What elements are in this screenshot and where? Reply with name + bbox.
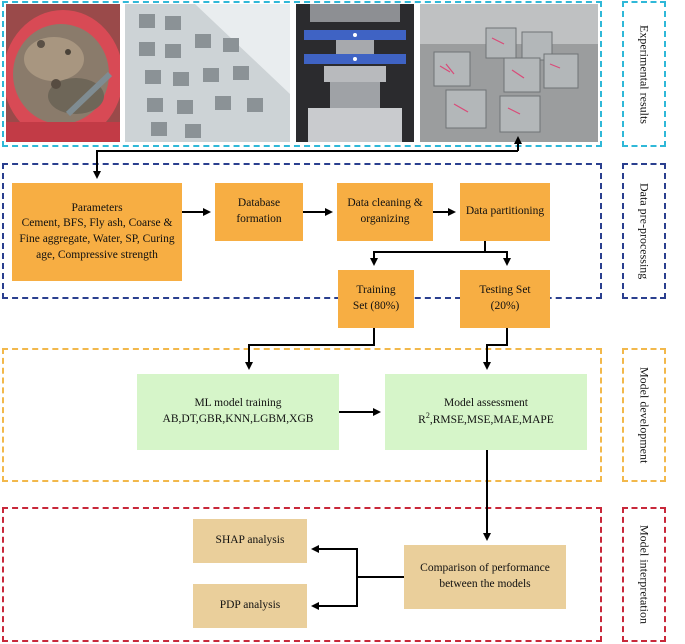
training-set-box: Training Set (80%) [338,270,414,328]
photo-mixing-bowl [6,4,120,142]
database-formation-box: Database formation [215,183,303,241]
comparison-label: Comparison of performance between the mo… [420,562,550,590]
data-cleaning-box: Data cleaning & organizing [337,183,433,241]
ml-training-title: ML model training [194,397,282,410]
model-assessment-title: Model assessment [443,396,528,409]
model-assessment-box: Model assessment R2,RMSE,MSE,MAE,MAPE [385,374,587,450]
stage-label-interpretation: Model interpretation [622,507,666,642]
metric-r-superscript: 2 [425,411,430,421]
data-partitioning-label: Data partitioning [465,205,545,218]
arrow-testing-to-assessment [483,328,508,370]
arrow-training-to-ml [245,328,375,370]
stage-label-experimental-text: Experimental results [637,24,652,124]
experimental-frame [2,1,602,147]
shap-analysis-label: SHAP analysis [215,534,285,547]
data-cleaning-label: Data cleaning & organizing [347,197,423,225]
training-set-label: Training Set (80%) [352,284,400,312]
database-formation-label: Database formation [236,197,282,225]
preprocessing-frame [2,163,602,299]
stage-label-development-text: Model development [637,366,652,464]
testing-set-box: Testing Set (20%) [460,270,550,328]
shap-analysis-box: SHAP analysis [193,519,307,563]
model-assessment-metrics: R2,RMSE,MSE,MAE,MAPE [418,411,554,428]
interpretation-frame [2,507,602,642]
parameters-box: Parameters Cement, BFS, Fly ash, Coarse … [12,183,182,281]
arrow-comparison-to-shap [311,545,404,578]
testing-set-label: Testing Set (20%) [479,284,531,312]
photo-specimen-molds [125,4,290,142]
pdp-analysis-box: PDP analysis [193,584,307,628]
stage-label-experimental: Experimental results [622,1,666,147]
metric-list: ,RMSE,MSE,MAE,MAPE [429,413,554,426]
pdp-analysis-label: PDP analysis [219,599,281,612]
comparison-box: Comparison of performance between the mo… [404,545,566,609]
stage-label-preprocessing-text: Data pre-processing [637,182,652,280]
ml-model-training-box: ML model training AB,DT,GBR,KNN,LGBM,XGB [137,374,339,450]
data-partitioning-box: Data partitioning [460,183,550,241]
arrow-comparison-to-pdp [311,577,358,610]
metric-r-symbol: R [418,413,426,426]
parameters-title: Parameters [71,201,123,214]
stage-label-development: Model development [622,348,666,482]
development-frame [2,348,602,482]
photo-tested-cubes [420,4,598,142]
photo-compression-machine [296,4,414,142]
parameters-body: Cement, BFS, Fly ash, Coarse & Fine aggr… [19,217,175,261]
ml-training-models: AB,DT,GBR,KNN,LGBM,XGB [162,413,314,425]
arrow-partition-split-training [370,241,486,266]
arrow-results-to-parameters [93,150,518,179]
arrow-partition-split-testing [485,251,511,266]
stage-label-preprocessing: Data pre-processing [622,163,666,299]
stage-label-interpretation-text: Model interpretation [637,525,652,624]
